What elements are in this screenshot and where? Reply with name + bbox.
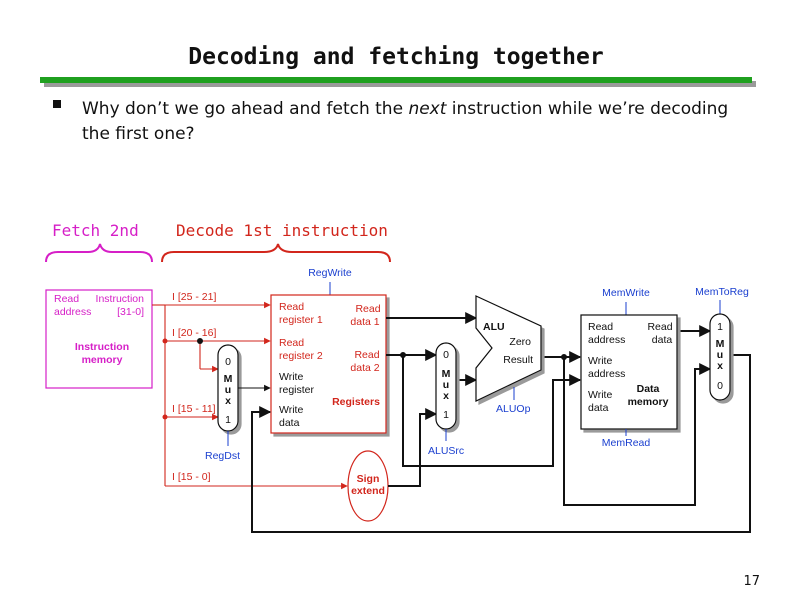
dmem-wdata-b: data [588,402,609,414]
mux-memtoreg-0: 0 [717,380,723,392]
junction-rd2 [400,352,406,358]
dmem-wdata-a: Write [588,389,612,401]
mux-regdst-0: 0 [225,356,231,368]
imem-instruction-label: Instruction [96,293,145,305]
imem-name-line1: Instruction [75,341,129,353]
sign-extend-label-a: Sign [357,473,380,485]
fetch-brace [45,243,153,263]
title-rule-shadow [44,81,756,87]
instruction-memory [45,289,153,389]
bullet-text: Why don’t we go ahead and fetch the next… [82,97,742,147]
page-number: 17 [743,574,760,589]
mux-memtoreg-x: x [717,360,723,372]
mux-alusrc-x: x [443,390,449,402]
alu [475,295,542,402]
dmem-name-a: Data [637,383,660,395]
memwrite-label: MemWrite [602,287,650,299]
regs-read-data2-b: data 2 [350,362,379,374]
bullet-text-emphasis: next [408,99,447,119]
alu-result-label: Result [503,354,533,366]
regs-read-data1-b: data 1 [350,316,379,328]
dmem-write-b: address [588,368,625,380]
instruction-bus [152,301,348,490]
regs-read-reg2-a: Read [279,337,304,349]
aluop-label: ALUOp [496,403,531,415]
junction-rt [162,338,168,344]
datapath-wires [251,312,751,533]
regs-read-reg1-a: Read [279,301,304,313]
alu-name: ALU [483,321,505,333]
sign-extend-label-b: extend [351,485,385,497]
mux-memtoreg-u: u [717,349,723,361]
regs-write-reg-b: register [279,384,315,396]
bullet-text-end: instruction while we’re decoding the fir… [82,99,729,144]
regs-read-reg2-b: register 2 [279,350,323,362]
register-file-labels: Read register 1 Read register 2 Write re… [279,301,381,429]
junction-alu-result [561,354,567,360]
mux-regdst-u: u [225,384,231,396]
field-rs-label: I [25 - 21] [172,291,216,303]
alusrc-label: ALUSrc [428,445,464,457]
dmem-write-a: Write [588,355,612,367]
field-rt-label: I [20 - 16] [172,327,216,339]
bullet-marker [53,100,61,108]
mux-alusrc-0: 0 [443,349,449,361]
mux-alusrc-1: 1 [443,409,449,421]
regs-name: Registers [332,396,380,408]
slide-title: Decoding and fetching together [188,44,604,70]
junction-rd [162,414,168,420]
register-file [270,294,387,434]
dmem-read-a: Read [588,321,613,333]
mux-regdst-1: 1 [225,414,231,426]
mux-memtoreg-1: 1 [717,321,723,333]
regs-write-data-b: data [279,417,300,429]
decode-header: Decode 1st instruction [176,221,388,240]
mux-memtoreg [709,313,731,401]
mux-alusrc-m: M [442,368,451,380]
decode-brace [161,243,391,263]
regwrite-label: RegWrite [308,267,352,279]
regdst-label: RegDst [205,450,240,462]
imem-bits-label: [31-0] [117,306,144,318]
imem-address-label: address [54,306,91,318]
regs-read-reg1-b: register 1 [279,314,323,326]
field-imm-label: I [15 - 0] [172,471,211,483]
regs-write-data-a: Write [279,404,303,416]
mux-regdst-m: M [224,373,233,385]
field-rd-label: I [15 - 11] [172,403,216,415]
dmem-read-b: address [588,334,625,346]
dmem-rdata-a: Read [647,321,672,333]
regs-write-reg-a: Write [279,371,303,383]
regs-read-data2-a: Read [354,349,379,361]
imem-read-label: Read [54,293,79,305]
mux-regdst-x: x [225,395,231,407]
bullet-text-start: Why don’t we go ahead and fetch the [82,99,409,119]
dmem-rdata-b: data [652,334,673,346]
mux-alusrc-u: u [443,379,449,391]
memtoreg-label: MemToReg [695,286,749,298]
junction-rt-mux [197,338,203,344]
title-rule [40,77,752,83]
memread-label: MemRead [602,437,651,449]
regs-read-data1-a: Read [355,303,380,315]
data-memory [580,314,678,430]
imem-name-line2: memory [82,354,123,366]
dmem-name-b: memory [628,396,669,408]
mux-memtoreg-m: M [716,338,725,350]
alu-zero-label: Zero [509,336,531,348]
fetch-header: Fetch 2nd [52,221,139,240]
